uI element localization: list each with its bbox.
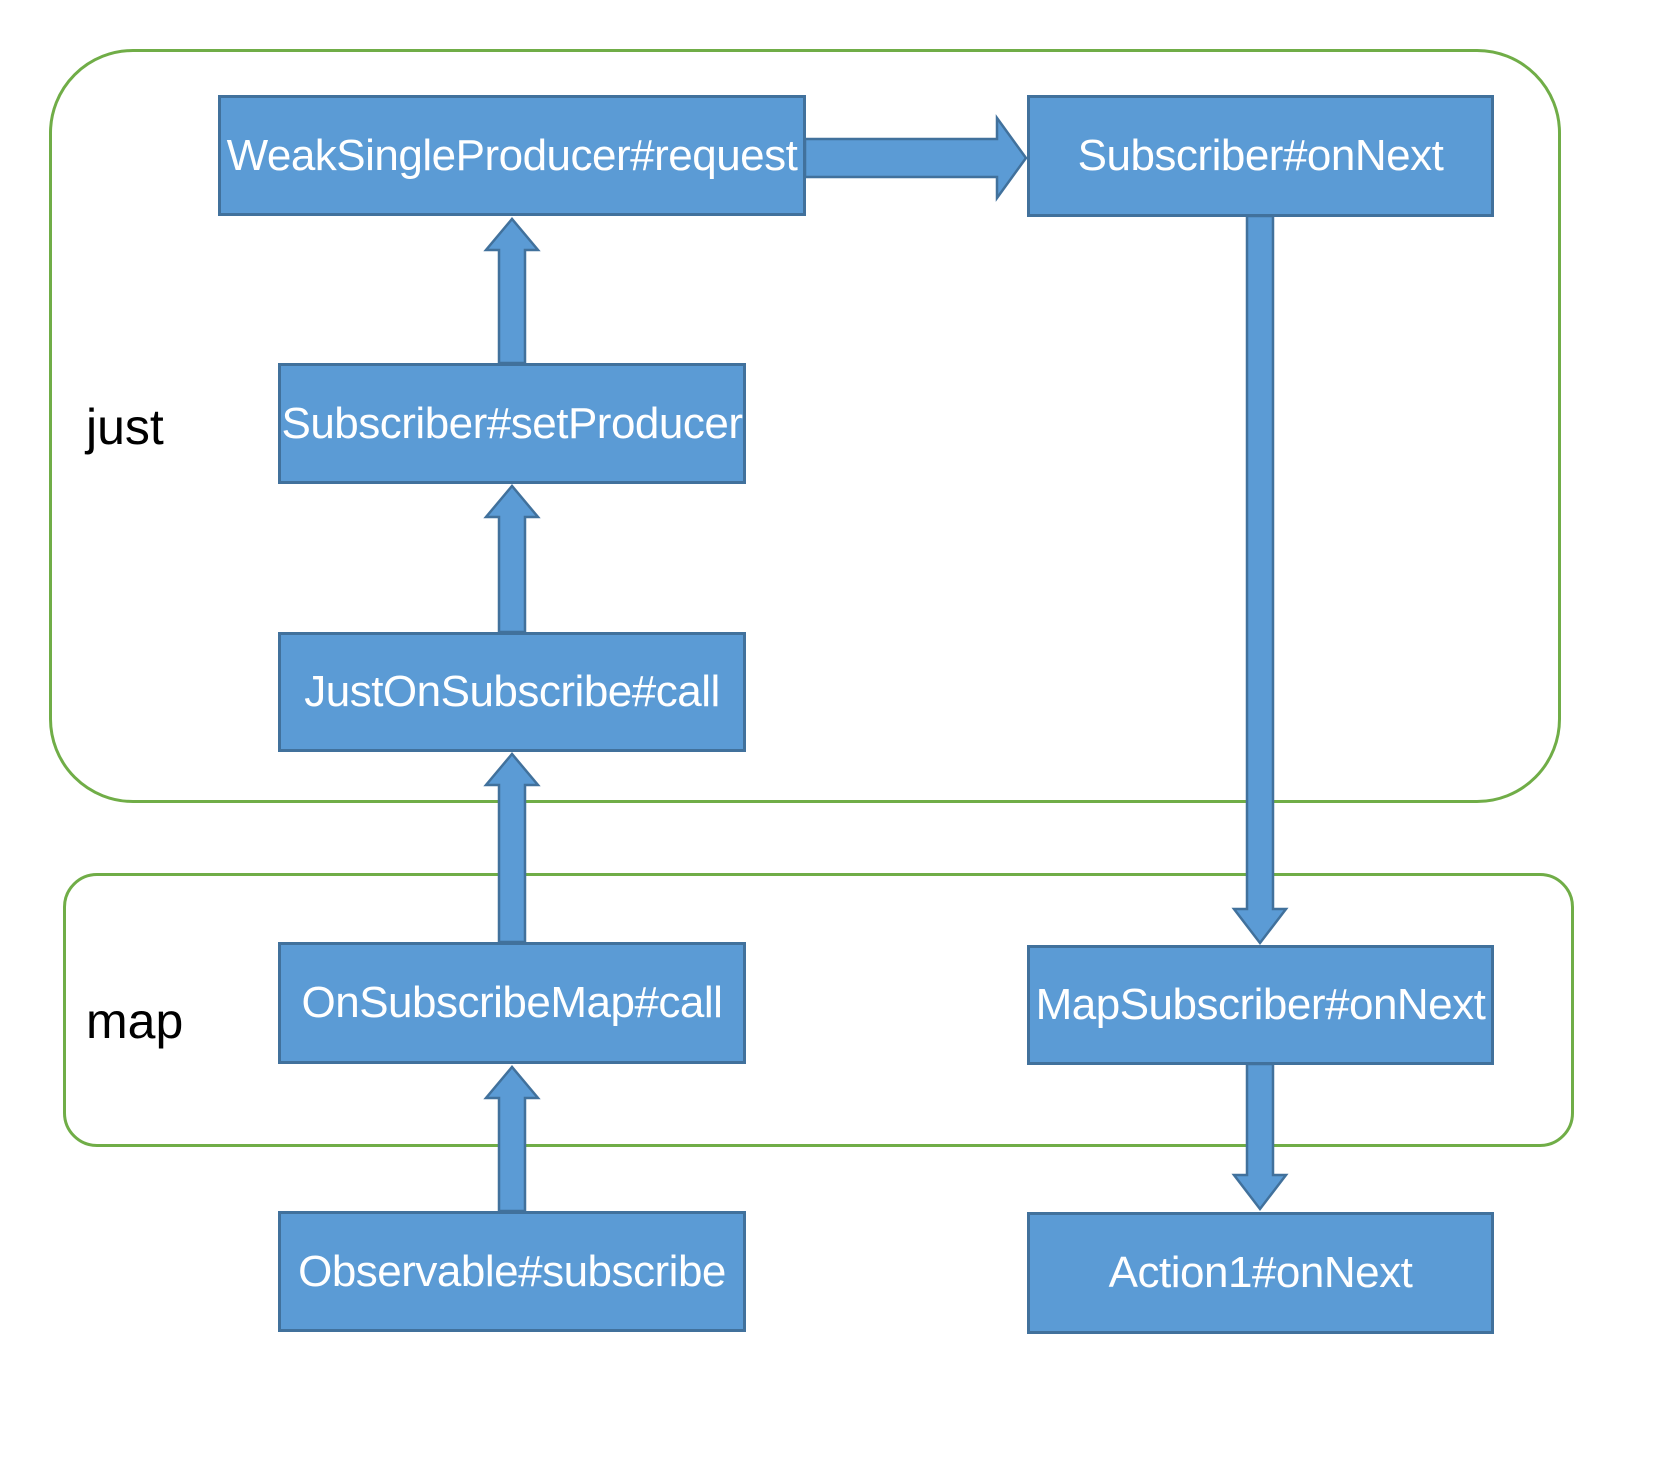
arrow-on-subscribe-map-call-to-just-on-subscribe-call: [483, 752, 541, 944]
group-map-container: [63, 873, 1574, 1147]
node-map-subscriber-on-next: MapSubscriber#onNext: [1027, 945, 1494, 1065]
arrow-subscriber-set-producer-to-weak-single-producer-request: [483, 217, 541, 365]
node-subscriber-on-next: Subscriber#onNext: [1027, 95, 1494, 217]
arrow-observable-subscribe-to-on-subscribe-map-call: [483, 1065, 541, 1213]
group-map-label: map: [86, 993, 184, 1049]
node-on-subscribe-map-call: OnSubscribeMap#call: [278, 942, 746, 1064]
arrow-map-subscriber-on-next-to-action1-on-next: [1231, 1062, 1289, 1212]
arrow-just-on-subscribe-call-to-subscriber-set-producer: [483, 484, 541, 634]
node-subscriber-set-producer: Subscriber#setProducer: [278, 363, 746, 484]
node-action1-on-next: Action1#onNext: [1027, 1212, 1494, 1334]
node-observable-subscribe: Observable#subscribe: [278, 1211, 746, 1332]
arrow-weak-single-producer-request-to-subscriber-on-next: [803, 114, 1028, 202]
arrow-subscriber-on-next-to-map-subscriber-on-next: [1231, 214, 1289, 946]
node-weak-single-producer-request: WeakSingleProducer#request: [218, 95, 806, 216]
node-just-on-subscribe-call: JustOnSubscribe#call: [278, 632, 746, 752]
group-just-label: just: [86, 399, 164, 455]
group-just-container: [49, 49, 1561, 803]
